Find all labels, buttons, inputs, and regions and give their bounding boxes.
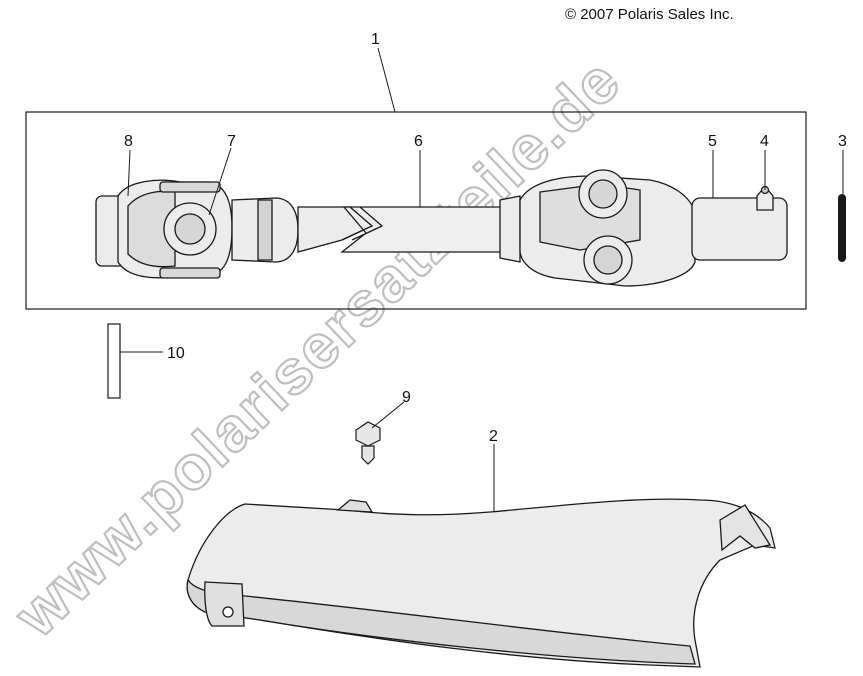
callout-6: 6 [414, 133, 423, 150]
callout-labels: 1 2 3 4 5 6 7 8 9 10 [124, 31, 847, 445]
right-yoke-barrel [691, 197, 788, 261]
part-10-plate [107, 323, 121, 399]
callout-10: 10 [167, 345, 185, 362]
callout-2: 2 [489, 428, 498, 445]
assembly-frame [25, 111, 807, 310]
callout-8: 8 [124, 133, 133, 150]
copyright-notice: © 2007 Polaris Sales Inc. [565, 6, 734, 23]
part-2-shield [186, 498, 776, 668]
part-3-bar [838, 194, 846, 262]
callout-5: 5 [708, 133, 717, 150]
callout-1: 1 [371, 31, 380, 48]
leader-lines [120, 47, 844, 512]
callout-3: 3 [838, 133, 847, 150]
part-9-bolt [355, 421, 381, 465]
callout-7: 7 [227, 133, 236, 150]
callout-9: 9 [402, 389, 411, 406]
callout-4: 4 [760, 133, 769, 150]
drive-shaft-assembly [95, 169, 788, 287]
right-slip-yoke [499, 195, 521, 263]
